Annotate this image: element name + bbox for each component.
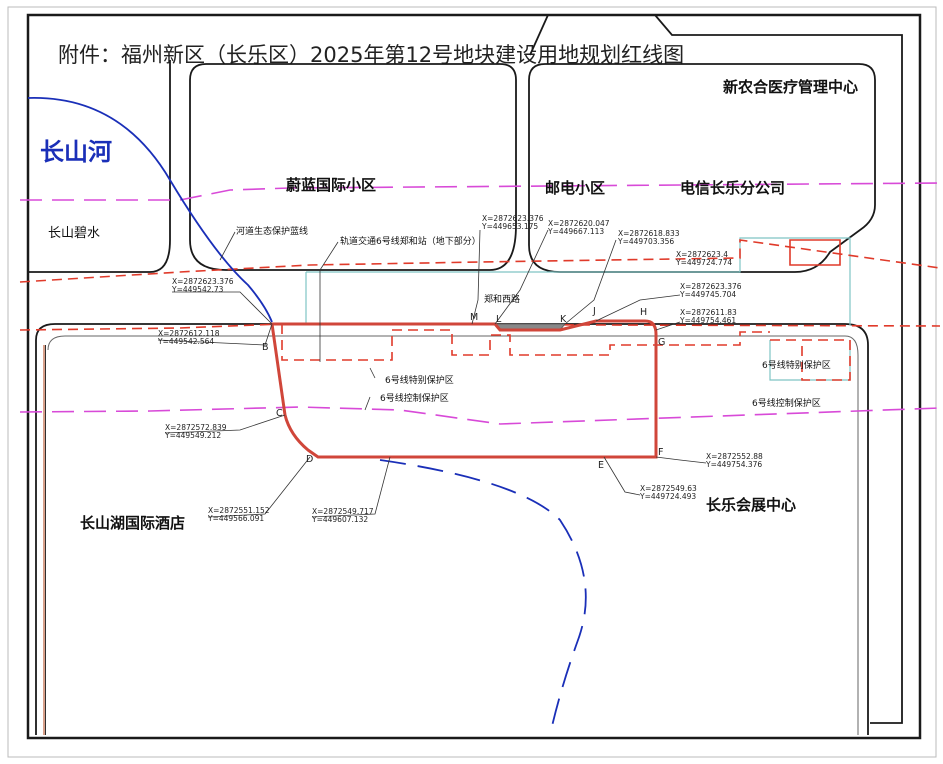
label-changshanhe: 长山河 (40, 138, 112, 166)
coord-g-x: X=2872611.83 (680, 308, 737, 317)
coord-f-x: X=2872552.88 (706, 452, 763, 461)
point-h: H (640, 307, 647, 318)
block-lower (35, 323, 869, 735)
coord-j-x: X=2872623.4 (676, 250, 728, 259)
coord-f-y: Y=449754.376 (705, 460, 762, 469)
coord-d2-y: Y=449607.132 (311, 515, 368, 524)
outer-frame (26, 13, 922, 740)
coord-d2-x: X=2872549.717 (312, 507, 374, 516)
label-changshanbishui: 长山碧水 (48, 226, 100, 241)
point-f: F (658, 447, 663, 458)
block-edge-a (529, 14, 549, 56)
label-zhenghe-road: 郑和西路 (484, 293, 520, 305)
point-b: B (262, 342, 269, 353)
coord-l-x: X=2872620.047 (548, 219, 610, 228)
coord-e-x: X=2872549.63 (640, 484, 697, 493)
coord-b-x: X=2872612.118 (158, 329, 220, 338)
coord-g-y: Y=449754.461 (679, 316, 736, 325)
land-boundary (270, 319, 658, 459)
label-special-right: 6号线特别保护区 (762, 359, 831, 371)
coord-k-x: X=2872618.833 (618, 229, 680, 238)
point-g: G (658, 337, 665, 348)
coord-a-x: X=2872623.376 (172, 277, 234, 286)
point-d: D (306, 454, 313, 465)
point-m: M (470, 312, 478, 323)
coord-h-y: Y=449745.704 (679, 290, 736, 299)
coord-m-x: X=2872623.376 (482, 214, 544, 223)
coord-h-x: X=2872623.376 (680, 282, 742, 291)
block-weilan (189, 63, 517, 271)
coord-m-y: Y=449653.175 (481, 222, 538, 231)
point-k: K (560, 314, 567, 325)
river-line (27, 97, 273, 323)
label-hedao: 河道生态保护蓝线 (236, 225, 308, 237)
special-lines (19, 239, 941, 381)
block-outlines (28, 14, 903, 735)
label-dianxin: 电信长乐分公司 (680, 179, 785, 197)
point-c: C (276, 408, 283, 419)
label-control-left: 6号线控制保护区 (380, 392, 449, 404)
page-frame (7, 6, 937, 758)
point-l: L (496, 314, 502, 325)
label-special-left: 6号线特别保护区 (385, 374, 454, 386)
block-left-top (28, 60, 171, 273)
coord-l-y: Y=449667.113 (547, 227, 604, 236)
label-youdian: 邮电小区 (545, 179, 605, 197)
label-control-right: 6号线控制保护区 (752, 397, 821, 409)
label-guidao: 轨道交通6号线郑和站（地下部分） (340, 235, 481, 247)
point-e: E (598, 460, 604, 471)
coordinate-labels: X=2872623.376 Y=449542.73 X=2872612.118 … (157, 214, 763, 524)
block-edge-b (654, 14, 903, 724)
coord-d-x: X=2872551.152 (208, 506, 270, 515)
station-outline (305, 237, 851, 381)
label-weilan: 蔚蓝国际小区 (286, 176, 376, 194)
label-expo: 长乐会展中心 (706, 496, 796, 514)
coord-d-y: Y=449566.091 (207, 514, 264, 523)
curved-blue-line (379, 459, 587, 736)
coord-c-y: Y=449549.212 (164, 431, 221, 440)
leader-lines (157, 229, 707, 518)
point-j: J (592, 306, 596, 317)
block-lower-inner (47, 335, 859, 735)
label-hotel: 长山湖国际酒店 (80, 514, 185, 532)
coord-a-y: Y=449542.73 (171, 285, 224, 294)
control-lines (19, 182, 941, 425)
coord-j-y: Y=449724.774 (675, 258, 732, 267)
coord-b-y: Y=449542.564 (157, 337, 214, 346)
map-title: 附件：福州新区（长乐区）2025年第12号地块建设用地规划红线图 (58, 43, 684, 67)
coord-c-x: X=2872572.839 (165, 423, 227, 432)
coord-k-y: Y=449703.356 (617, 237, 674, 246)
label-xinnonghe: 新农合医疗管理中心 (723, 78, 858, 96)
coord-e-y: Y=449724.493 (639, 492, 696, 501)
